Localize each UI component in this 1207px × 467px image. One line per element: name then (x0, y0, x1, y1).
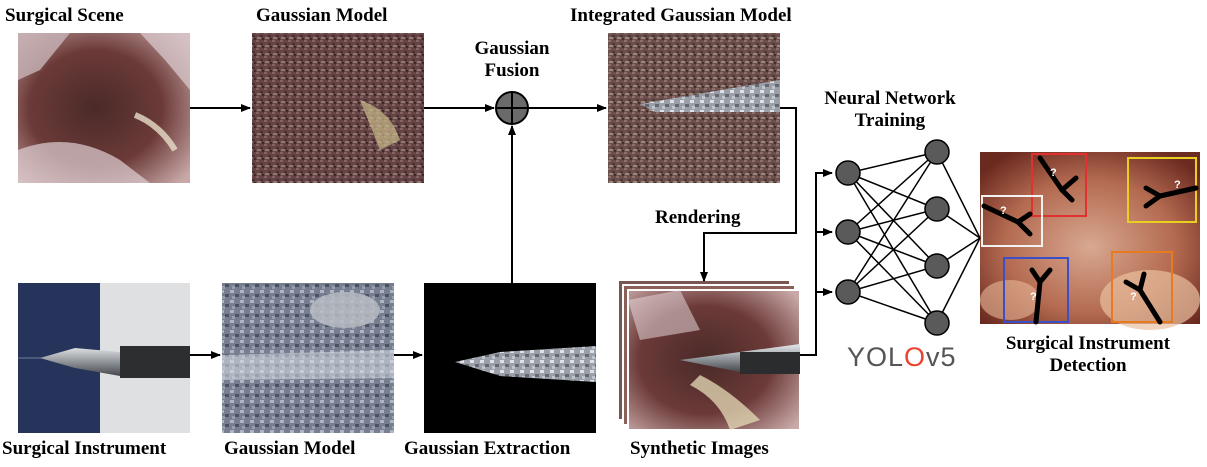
gaussian-extraction-image (424, 283, 596, 433)
label-gaussian-extraction: Gaussian Extraction (404, 438, 571, 459)
fusion-node (495, 91, 529, 125)
label-surgical-instrument: Surgical Instrument (2, 438, 167, 459)
surgical-instrument-image (18, 283, 190, 433)
gaussian-model-bottom-image (222, 283, 394, 433)
nn-hidden-node (924, 253, 950, 279)
instrument-silhouettes (981, 155, 1199, 325)
detection-box-white (981, 195, 1043, 247)
yolo-glyph: O (904, 342, 927, 372)
detection-box-orange (1111, 251, 1173, 323)
label-gaussian-model-top: Gaussian Model (256, 5, 388, 26)
label-integrated-gaussian-model: Integrated Gaussian Model (570, 5, 792, 26)
label-gaussian-model-bottom: Gaussian Model (224, 438, 356, 459)
detection-mark: ? (1030, 291, 1037, 303)
neural-network (835, 139, 981, 336)
label-instrument-detection: Surgical Instrument Detection (975, 333, 1201, 377)
label-gaussian-fusion-line1: Gaussian (474, 38, 550, 59)
label-gaussian-fusion-line2: Fusion (484, 60, 540, 81)
label-neural-line2: Training (854, 110, 926, 131)
detection-mark: ? (1174, 179, 1181, 191)
label-detection-line1: Surgical Instrument (1005, 333, 1171, 354)
synthetic-images-stack (617, 279, 801, 431)
detection-mark: ? (1050, 167, 1057, 179)
nn-input-node (835, 219, 861, 245)
nn-input-node (835, 279, 861, 305)
nn-hidden-node (924, 310, 950, 336)
detection-mark: ? (1130, 291, 1137, 303)
arrow-rendering (700, 107, 797, 282)
nn-hidden-node (924, 196, 950, 222)
yolo-suffix: v5 (926, 342, 957, 372)
yolov5-logo: YOLOv5 (847, 342, 957, 373)
label-synthetic-images: Synthetic Images (630, 438, 769, 459)
label-rendering: Rendering (655, 207, 741, 228)
label-surgical-scene: Surgical Scene (5, 5, 124, 26)
label-gaussian-fusion: Gaussian Fusion (460, 38, 564, 82)
surgical-scene-image (18, 33, 190, 183)
label-neural-line1: Neural Network (824, 88, 956, 109)
yolo-prefix: YOL (847, 342, 905, 372)
detection-mark: ? (1000, 205, 1007, 217)
nn-input-node (835, 160, 861, 186)
detection-box-red (1031, 153, 1087, 217)
label-detection-line2: Detection (1049, 355, 1127, 376)
integrated-gaussian-model-image (608, 33, 780, 183)
flow-arrows (190, 104, 833, 359)
nn-hidden-node (924, 139, 950, 165)
label-neural-network-training: Neural Network Training (800, 88, 980, 132)
gaussian-model-top-image (252, 33, 424, 183)
arrow-synthetic-to-network (800, 169, 833, 356)
detection-image: ? ? ? ? ? (980, 152, 1200, 330)
